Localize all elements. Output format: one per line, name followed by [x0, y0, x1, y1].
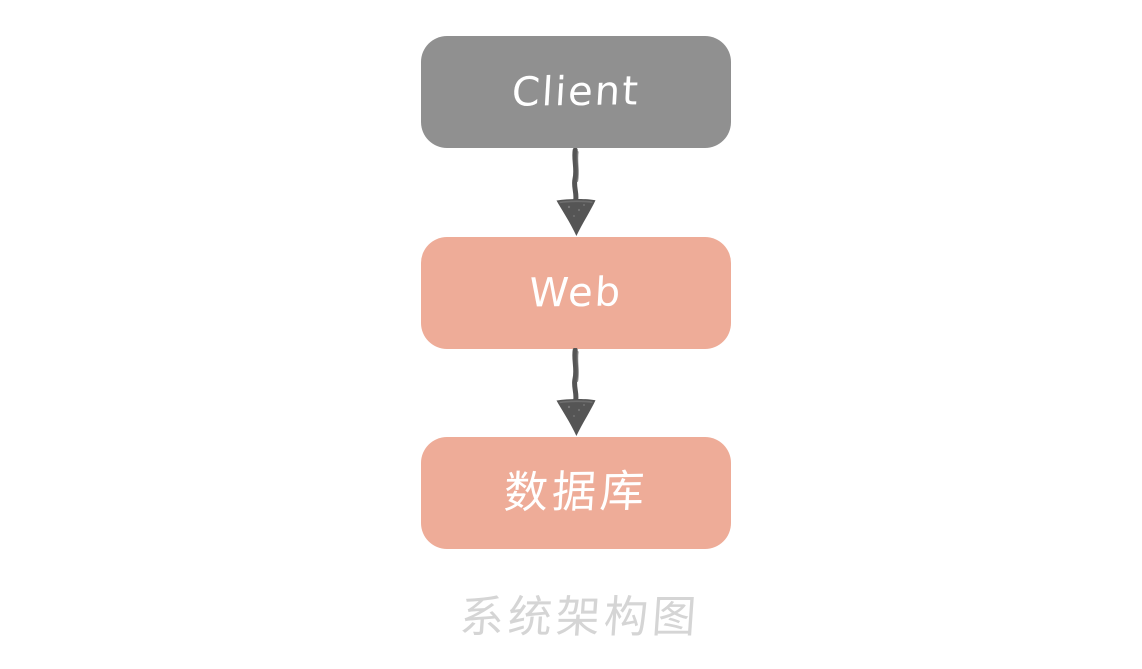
- node-client-label: Client: [510, 68, 642, 116]
- arrow-client-to-web: [548, 147, 604, 238]
- arrow-down-icon: [556, 347, 596, 436]
- node-web-label: Web: [527, 269, 625, 317]
- node-client[interactable]: Client: [421, 36, 731, 148]
- arrow-down-icon: [556, 147, 596, 236]
- node-database-label: 数据库: [502, 466, 650, 519]
- node-web[interactable]: Web: [421, 237, 731, 349]
- node-database[interactable]: 数据库: [421, 437, 731, 549]
- arrow-web-to-database: [548, 347, 604, 438]
- diagram-caption: 系统架构图: [458, 592, 702, 643]
